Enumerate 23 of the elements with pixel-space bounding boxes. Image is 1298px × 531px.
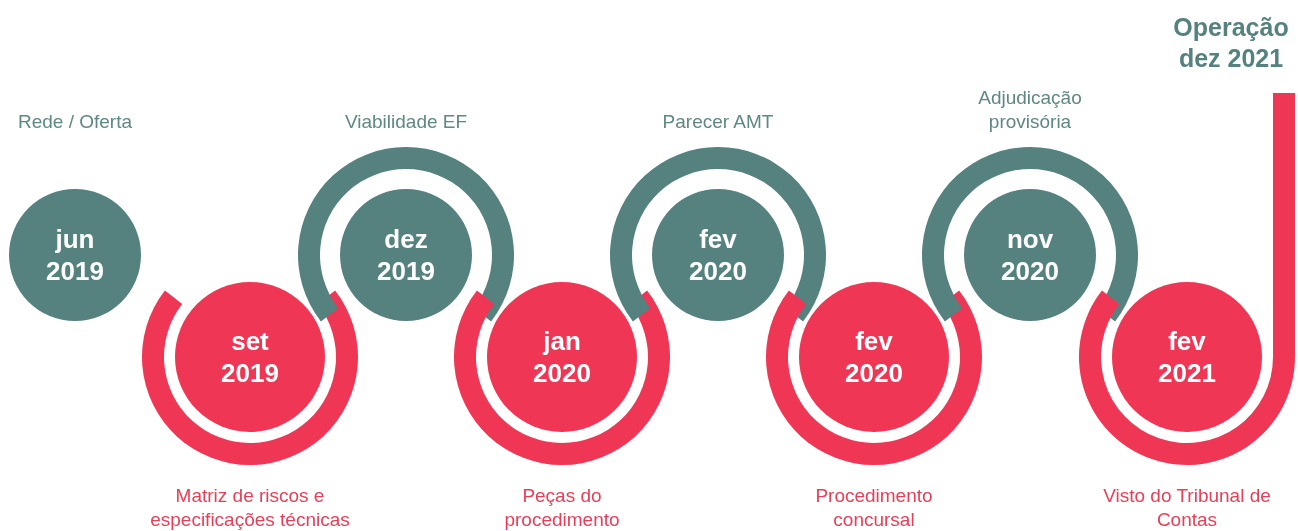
date-circle [652, 189, 784, 321]
milestone-caption: Adjudicação provisória [977, 86, 1083, 134]
milestone-caption: Matriz de riscos e especificações técnicas [149, 484, 351, 531]
date-text: dez 2019 [376, 223, 436, 287]
date-circle [964, 189, 1096, 321]
milestone-caption: Viabilidade EF [343, 110, 469, 134]
milestone-caption: Peças do procedimento [503, 484, 621, 531]
milestone-caption: Procedimento concursal [814, 484, 934, 531]
milestone-caption: Parecer AMT [661, 110, 775, 134]
date-text: jun 2019 [45, 223, 105, 287]
date-text: set 2019 [220, 325, 280, 389]
date-text: fev 2020 [844, 325, 904, 389]
milestone-caption: Rede / Oferta [16, 110, 134, 134]
date-text: nov 2020 [1000, 223, 1060, 287]
date-circle [340, 189, 472, 321]
end-milestone-label: Operação dez 2021 [1172, 12, 1290, 74]
date-circle [487, 282, 637, 432]
date-circle [799, 282, 949, 432]
milestone-caption: Visto do Tribunal de Contas [1102, 484, 1272, 531]
date-text: jan 2020 [532, 325, 592, 389]
date-text: fev 2020 [688, 223, 748, 287]
date-text: fev 2021 [1157, 325, 1217, 389]
date-circle [175, 282, 325, 432]
